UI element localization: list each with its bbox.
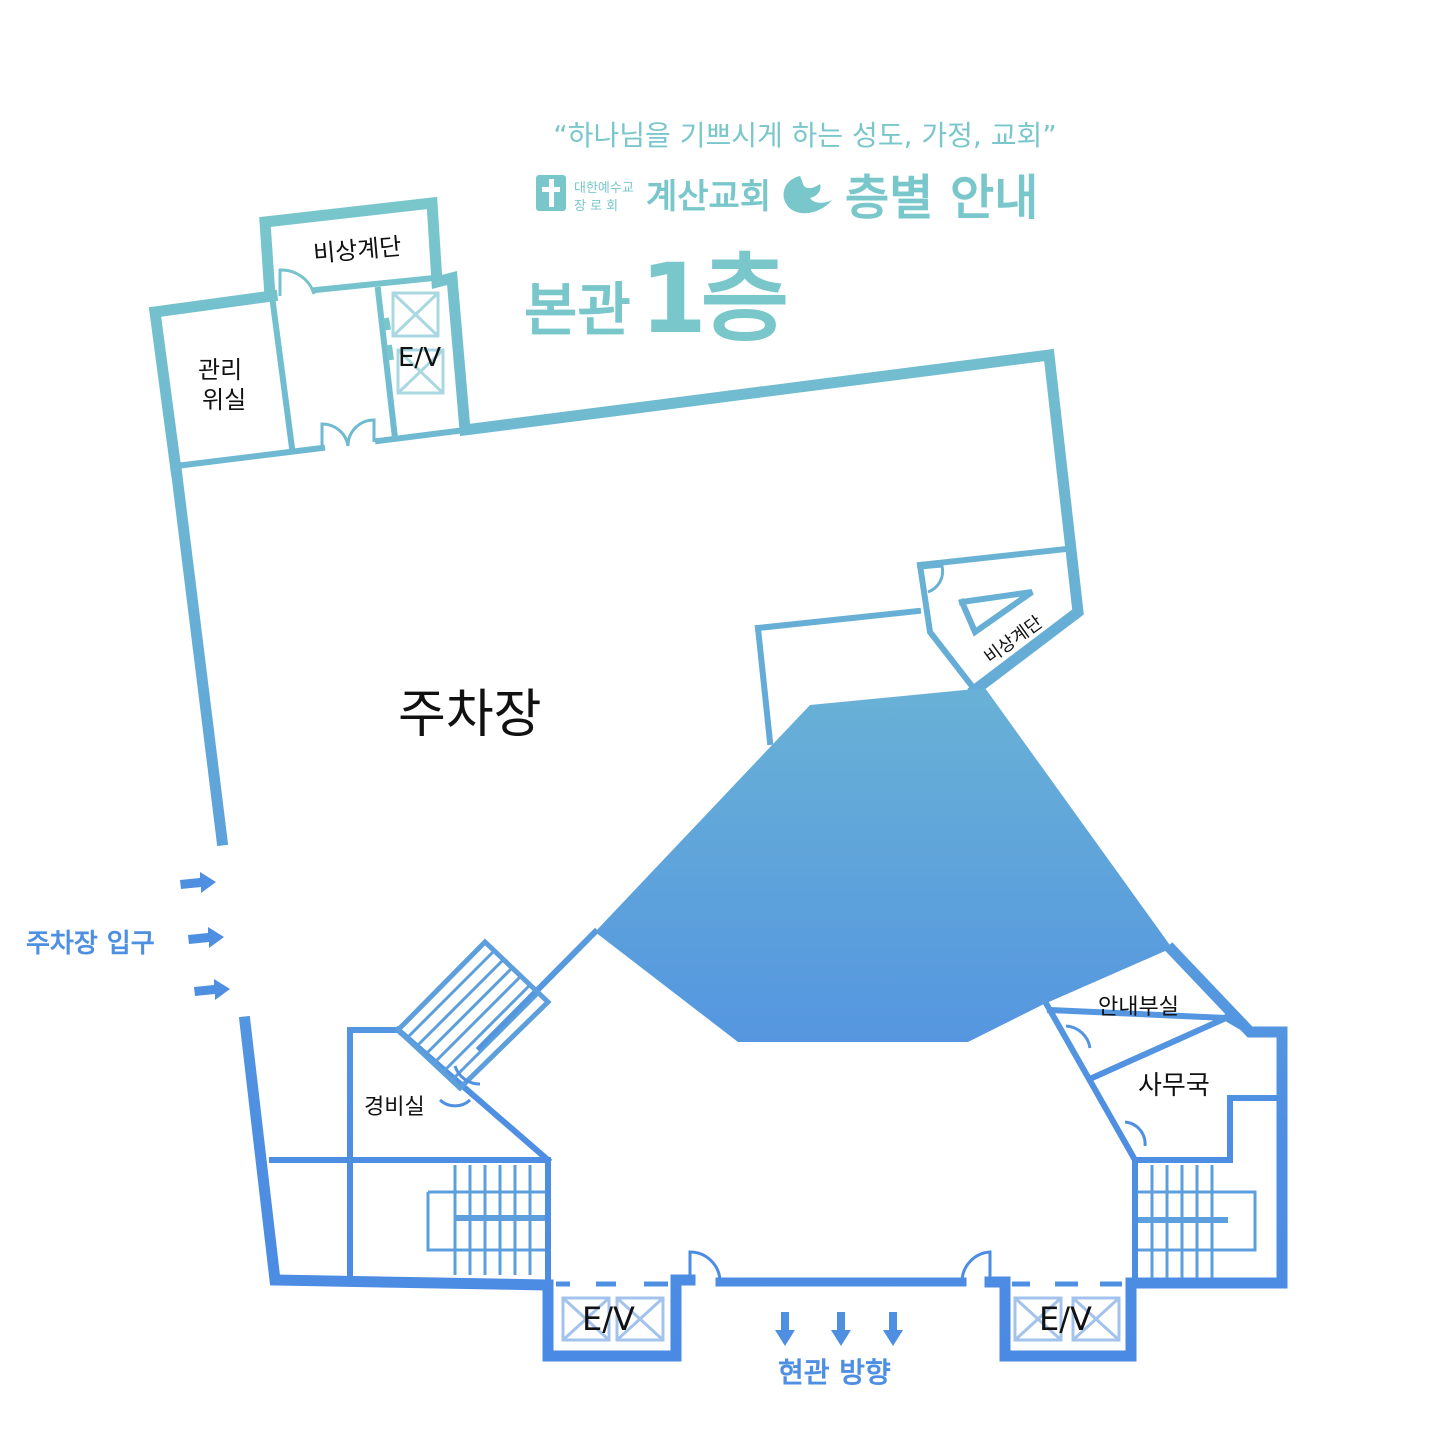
floor-label: 1층: [640, 243, 786, 355]
slogan: “하나님을 기쁘시게 하는 성도, 가정, 교회”: [553, 119, 1056, 152]
denomination-line2: 장 로 회: [574, 199, 618, 214]
room-elevator-bottom-right: E/V: [1039, 1300, 1092, 1338]
room-management-line1: 관리: [198, 356, 242, 384]
door-icon: [278, 268, 1147, 1283]
central-lobby: [595, 688, 1172, 1042]
elevator-bottom-left: [556, 1281, 668, 1342]
parking-entrance-label: 주차장 입구: [26, 929, 155, 959]
arrow-right-icon: [180, 872, 230, 1000]
room-parking: 주차장: [398, 685, 542, 745]
stairs-bottom-right: [1138, 1165, 1257, 1278]
main-entrance: 현관 방향: [775, 1312, 903, 1389]
stairs-bottom-left: [426, 1165, 545, 1275]
arrow-down-icon: [775, 1312, 903, 1346]
parking-entrance: 주차장 입구: [26, 872, 230, 1000]
cross-logo-icon: [536, 175, 566, 211]
interior-walls: [172, 274, 1281, 1288]
room-security: 경비실: [364, 1095, 425, 1120]
room-office: 사무국: [1138, 1071, 1210, 1101]
stairs-diagonal: [394, 938, 552, 1092]
elevator-bottom-right: [1012, 1281, 1122, 1342]
guide-title: 층별 안내: [845, 170, 1038, 226]
room-elevator-bottom-left: E/V: [582, 1300, 635, 1338]
main-entrance-label: 현관 방향: [778, 1356, 891, 1389]
flame-logo-icon: [783, 176, 832, 214]
room-elevator-top: E/V: [398, 343, 441, 373]
elevator-top: [383, 291, 445, 395]
church-name: 계산교회: [646, 177, 771, 217]
room-management-line2: 위실: [202, 386, 246, 414]
stairs-icon: [394, 938, 1257, 1278]
building-name: 본관: [524, 276, 631, 344]
elevator-icon: [383, 291, 1122, 1342]
room-info: 안내부실: [1098, 995, 1179, 1020]
header: “하나님을 기쁘시게 하는 성도, 가정, 교회” 대한예수교 장 로 회 계산…: [524, 119, 1057, 355]
room-emergency-stairs-top: 비상계단: [312, 232, 402, 268]
exterior-walls: [148, 196, 1288, 1362]
denomination-line1: 대한예수교: [574, 181, 634, 196]
